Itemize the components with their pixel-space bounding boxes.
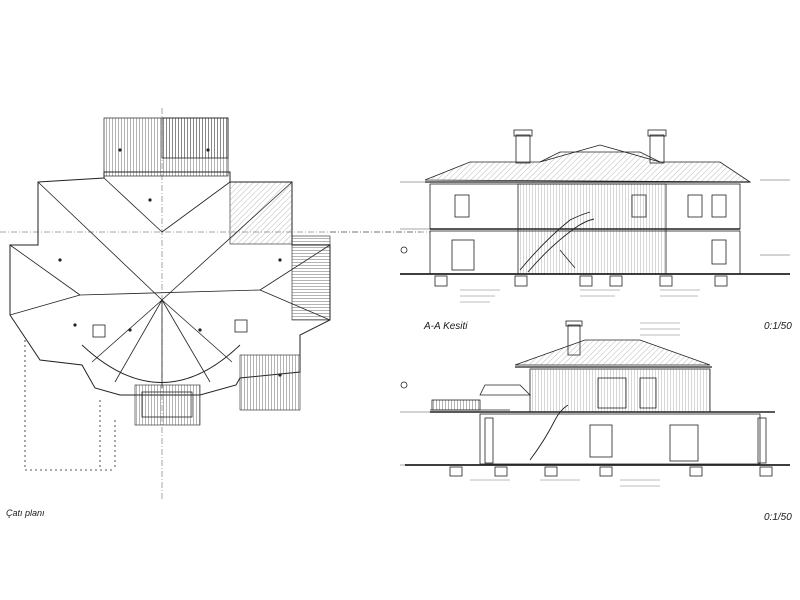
- section-b-drawing: [400, 320, 790, 477]
- scale-label-bottom: 0:1/50: [764, 512, 792, 523]
- annotation-leaders: [460, 289, 700, 487]
- roof-plan-title: Çatı planı: [6, 508, 45, 518]
- section-a-a-drawing: [400, 129, 790, 287]
- section-title: A-A Kesiti: [424, 321, 468, 332]
- roof-plan: [0, 108, 420, 500]
- scale-label-top: 0:1/50: [764, 321, 792, 332]
